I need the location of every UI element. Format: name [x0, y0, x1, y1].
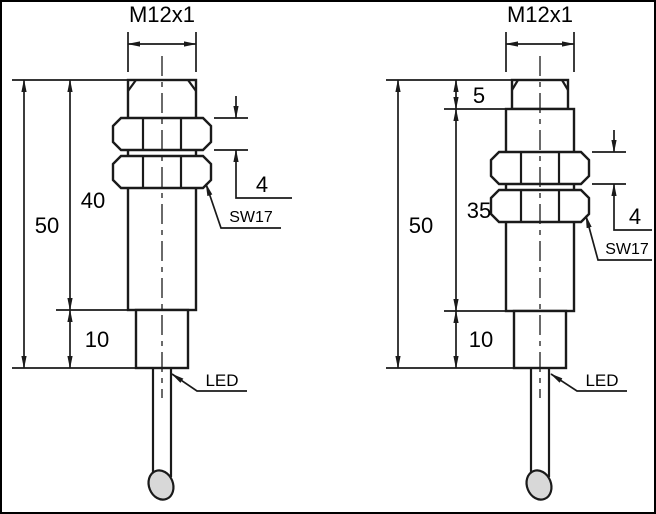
right-tail-length-label: 10: [469, 327, 493, 352]
left-overall-length-label: 50: [35, 213, 59, 238]
left-cable-end: [147, 469, 175, 501]
right-top-chamfer-left: [511, 79, 519, 91]
right-tip-length-label: 5: [473, 83, 485, 108]
left-top-chamfer-right: [187, 79, 197, 92]
right-thread-size-label: M12x1: [507, 2, 573, 27]
right-top-chamfer-right: [561, 79, 569, 91]
right-thread-length-label: 35: [467, 198, 491, 223]
left-led-label: LED: [205, 371, 238, 390]
left-led-leader: [171, 373, 247, 392]
left-tail-length-label: 10: [85, 327, 109, 352]
left-sensor: M12x1 50 40 10 4 SW17 LED: [12, 2, 292, 501]
left-thread-length-label: 40: [81, 188, 105, 213]
left-nut-dimension-arrow-bottom: [233, 149, 292, 199]
right-overall-length-label: 50: [409, 213, 433, 238]
left-top-chamfer-left: [127, 79, 137, 92]
left-thread-size-label: M12x1: [129, 2, 195, 27]
right-led-leader: [550, 373, 627, 392]
left-sw17-leader: [205, 183, 281, 229]
right-led-label: LED: [585, 371, 618, 390]
left-sensor-dimensions: [12, 32, 292, 392]
right-sensor-dimensions: [386, 32, 652, 392]
left-wrench-size-label: SW17: [229, 209, 273, 226]
right-cable-end: [525, 469, 553, 501]
right-nut-height-label: 4: [629, 204, 641, 229]
right-wrench-size-label: SW17: [605, 241, 649, 258]
left-sensor-outline: [111, 78, 213, 477]
right-nut-dimension-arrow-bottom: [611, 183, 652, 231]
left-nut-height-label: 4: [256, 172, 268, 197]
right-sw17-leader: [585, 215, 652, 261]
right-sensor: M12x1 5 50 35 10 4 SW17 LED: [386, 2, 652, 501]
